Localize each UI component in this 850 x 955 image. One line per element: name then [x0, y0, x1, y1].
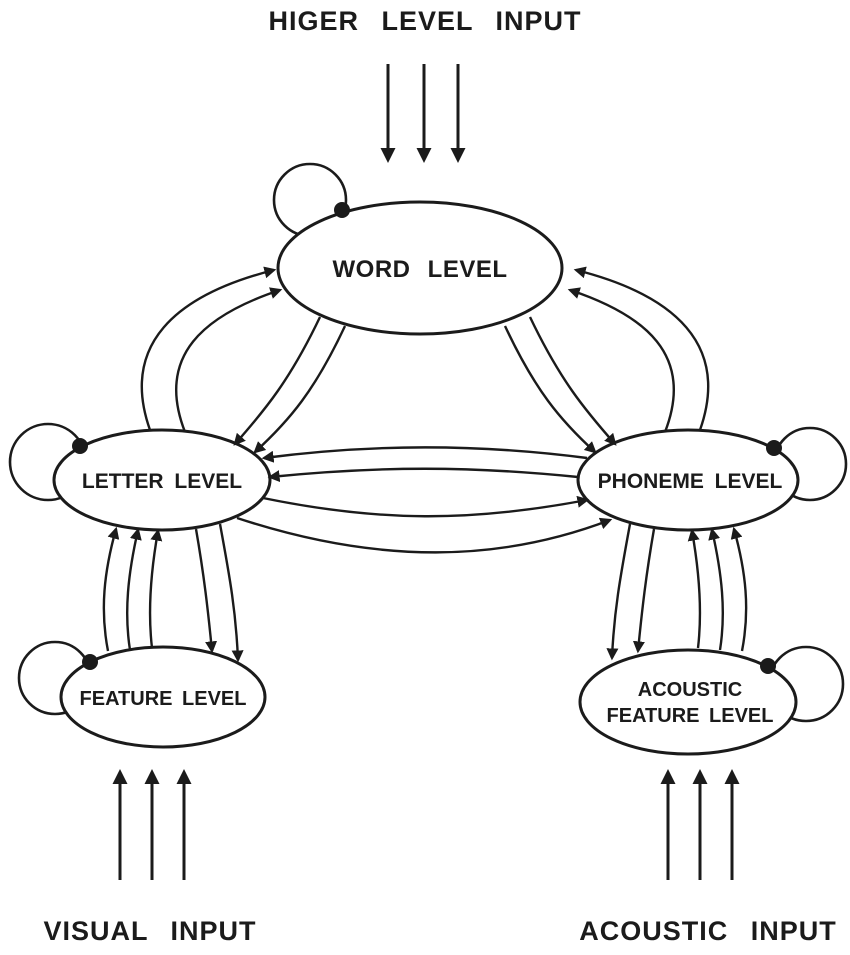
arrow-feature-to-letter-icon	[148, 528, 163, 649]
arrow-word-to-phoneme-icon	[503, 325, 597, 454]
arrow-feature-to-letter-icon	[125, 527, 142, 651]
inhibition-dot-letter	[72, 438, 88, 454]
arrow-word-to-phoneme-icon	[528, 316, 617, 446]
arrow-letter-to-feature-icon	[218, 523, 244, 663]
visual-input-label: VISUAL INPUT	[43, 916, 256, 946]
inhibition-dot-phoneme	[766, 440, 782, 456]
arrows-letter-phoneme	[236, 446, 613, 554]
word-level-label: WORD LEVEL	[333, 256, 508, 283]
higher-level-input-label: HIGER LEVEL INPUT	[268, 6, 581, 36]
arrows-word-phoneme	[503, 266, 710, 454]
feature-level-node	[59, 645, 267, 749]
arrow-word-to-letter-icon	[233, 316, 322, 446]
acoustic-input-label: ACOUSTIC INPUT	[579, 916, 837, 946]
arrow-letter-to-word-icon	[175, 287, 283, 433]
word-level-node	[276, 200, 564, 336]
arrow-phoneme-to-word-icon	[567, 287, 675, 433]
arrow-letter-to-feature-icon	[194, 528, 218, 654]
arrow-phoneme-to-acoustic-icon	[632, 528, 656, 654]
arrow-letter-to-phoneme-icon	[236, 516, 613, 554]
arrows-letter-feature	[102, 523, 244, 663]
arrow-letter-to-word-icon	[140, 266, 277, 431]
inhibition-dot-word	[334, 202, 350, 218]
arrow-letter-to-phoneme-icon	[262, 495, 590, 518]
phoneme-level-label: PHONEME LEVEL	[598, 470, 783, 493]
acoustic-feature-level-label-line2: FEATURE LEVEL	[607, 705, 774, 727]
acoustic-feature-level-label-line1: ACOUSTIC	[638, 679, 742, 701]
acoustic-feature-level-node	[578, 648, 798, 756]
inhibition-dot-feature	[82, 654, 98, 670]
arrow-phoneme-to-letter-icon	[267, 467, 579, 483]
arrow-feature-to-letter-icon	[102, 526, 120, 652]
visual-input-arrows	[112, 769, 192, 880]
inhibition-dot-acoustic-feature	[760, 658, 776, 674]
arrow-phoneme-to-acoustic-icon	[606, 523, 632, 661]
feature-level-label: FEATURE LEVEL	[80, 688, 247, 710]
arrows-word-letter	[140, 266, 347, 454]
acoustic-input-arrows	[660, 769, 740, 880]
letter-level-label: LETTER LEVEL	[82, 470, 242, 493]
arrow-phoneme-to-letter-icon	[261, 446, 588, 463]
arrow-phoneme-to-word-icon	[573, 266, 710, 431]
arrows-phoneme-acoustic-feature	[606, 523, 748, 661]
arrow-acoustic-to-phoneme-icon	[708, 527, 725, 651]
arrow-acoustic-to-phoneme-icon	[730, 526, 748, 652]
arrow-acoustic-to-phoneme-icon	[687, 528, 702, 649]
arrow-word-to-letter-icon	[253, 325, 347, 454]
higher-level-input-arrows	[380, 64, 466, 163]
